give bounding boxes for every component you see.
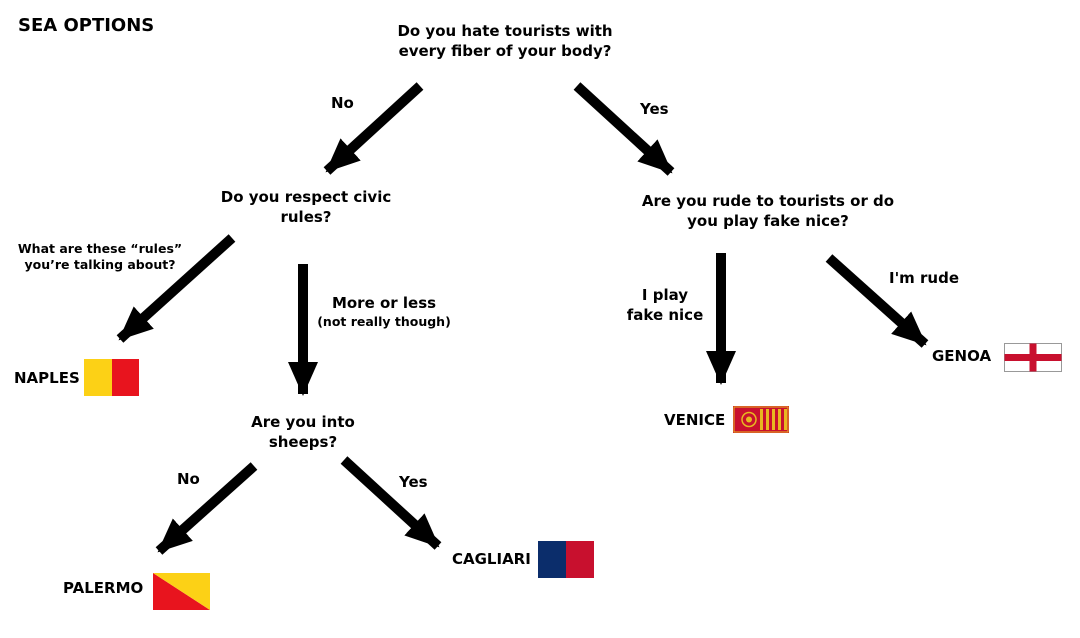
- cagliari-flag-blue-half: [538, 541, 566, 578]
- answer-what-rules: What are these “rules” you’re talking ab…: [18, 241, 182, 274]
- genoa-flag-cross-horizontal: [1004, 354, 1062, 361]
- answer-yes-sheeps: Yes: [399, 473, 428, 491]
- venice-flag-border: [733, 406, 789, 433]
- naples-flag-yellow-half: [84, 359, 112, 396]
- cagliari-flag: [538, 541, 594, 578]
- answer-no-tourists: No: [331, 94, 354, 112]
- question-line: rules?: [280, 207, 332, 226]
- answer-no-sheeps: No: [177, 470, 200, 488]
- question-rude-or-fake-nice: Are you rude to tourists or do you play …: [642, 192, 894, 231]
- answer-line: I play: [641, 286, 689, 304]
- question-line: sheeps?: [268, 432, 338, 451]
- venice-flag-lion-icon: [741, 411, 757, 428]
- question-line: Are you rude to tourists or do: [641, 192, 895, 210]
- arrow-tourists-yes: [573, 82, 675, 176]
- question-civic-rules: Do you respect civic rules?: [221, 188, 392, 227]
- question-hate-tourists: Do you hate tourists with every fiber of…: [397, 22, 612, 61]
- answer-line: fake nice: [626, 305, 704, 324]
- genoa-flag: [1004, 343, 1062, 372]
- question-line: Do you hate tourists with: [397, 22, 613, 40]
- answer-line: (not really though): [317, 313, 451, 329]
- question-line: you play fake nice?: [687, 211, 849, 230]
- answer-line: More or less: [331, 294, 437, 312]
- palermo-flag: [153, 573, 210, 610]
- naples-flag: [84, 359, 139, 396]
- venice-flag-tail: [778, 409, 781, 430]
- question-line: Do you respect civic: [220, 188, 392, 206]
- city-palermo: PALERMO: [63, 579, 144, 597]
- city-genoa: GENOA: [932, 347, 992, 365]
- arrow-civic-naples: [116, 234, 236, 343]
- question-line: Are you into: [251, 413, 355, 431]
- page-title: SEA OPTIONS: [18, 15, 155, 36]
- arrow-rude-genoa: [825, 254, 929, 348]
- venice-flag-tail: [766, 409, 769, 430]
- arrow-sheeps-cagliari: [340, 456, 442, 550]
- venice-flag-tail: [784, 409, 787, 430]
- answer-im-rude: I'm rude: [889, 269, 960, 287]
- venice-flag-tail: [760, 409, 763, 430]
- question-line: every fiber of your body?: [398, 41, 612, 60]
- arrow-tourists-no: [323, 82, 424, 175]
- venice-flag-tail: [772, 409, 775, 430]
- naples-flag-red-half: [111, 359, 139, 396]
- venice-flag-lion-center: [746, 416, 752, 423]
- venice-flag: [733, 406, 789, 433]
- palermo-flag-yellow-triangle: [153, 573, 210, 610]
- city-cagliari: CAGLIARI: [452, 550, 531, 568]
- cagliari-flag-red-half: [566, 541, 594, 578]
- answer-line: What are these “rules”: [17, 241, 183, 256]
- venice-flag-tails: [760, 409, 787, 430]
- answer-more-or-less: More or less (not really though): [317, 294, 451, 330]
- arrow-sheeps-palermo: [155, 462, 258, 555]
- answer-line: you’re talking about?: [24, 257, 176, 273]
- answer-fake-nice: I play fake nice: [627, 286, 704, 325]
- city-naples: NAPLES: [14, 369, 80, 387]
- question-into-sheeps: Are you into sheeps?: [251, 413, 355, 452]
- answer-yes-tourists: Yes: [640, 100, 669, 118]
- city-venice: VENICE: [664, 411, 726, 429]
